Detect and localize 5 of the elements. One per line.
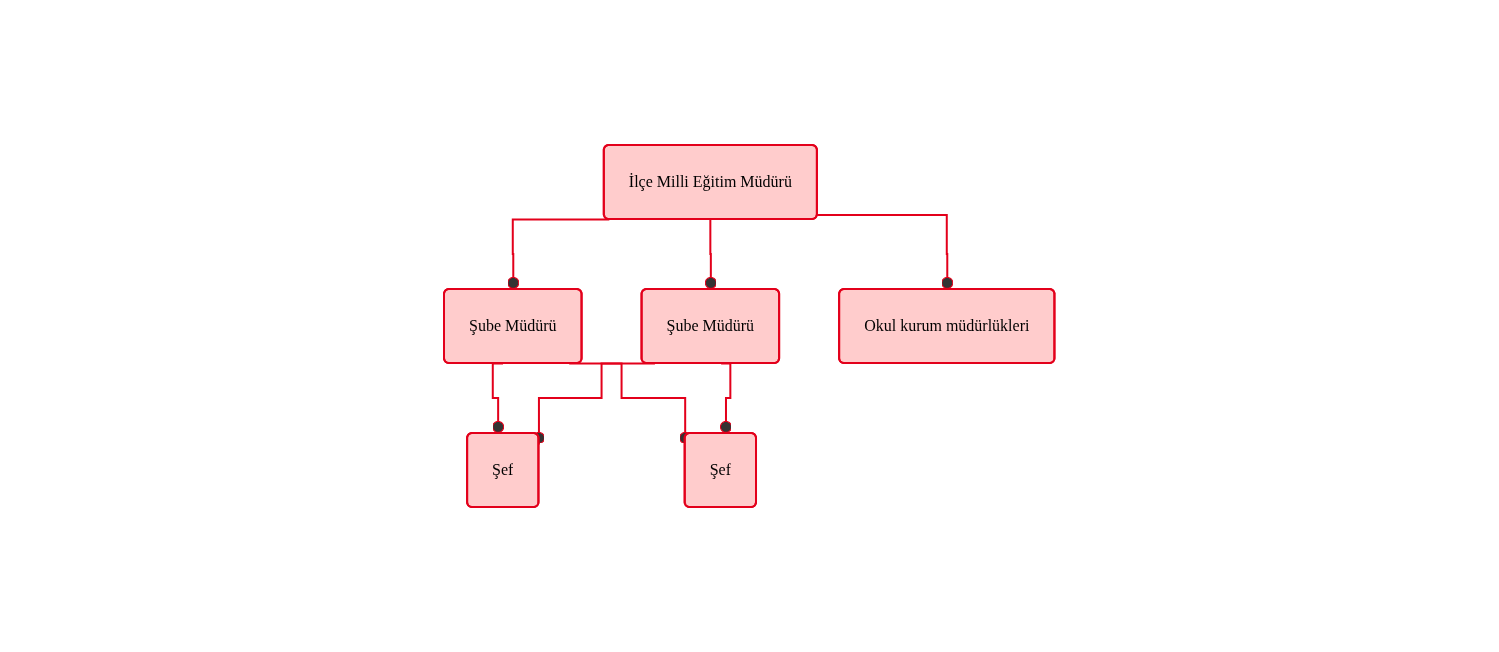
connector xyxy=(492,362,505,435)
connector xyxy=(507,218,611,291)
connector xyxy=(816,213,954,291)
connector xyxy=(705,218,718,291)
connector xyxy=(720,362,733,435)
